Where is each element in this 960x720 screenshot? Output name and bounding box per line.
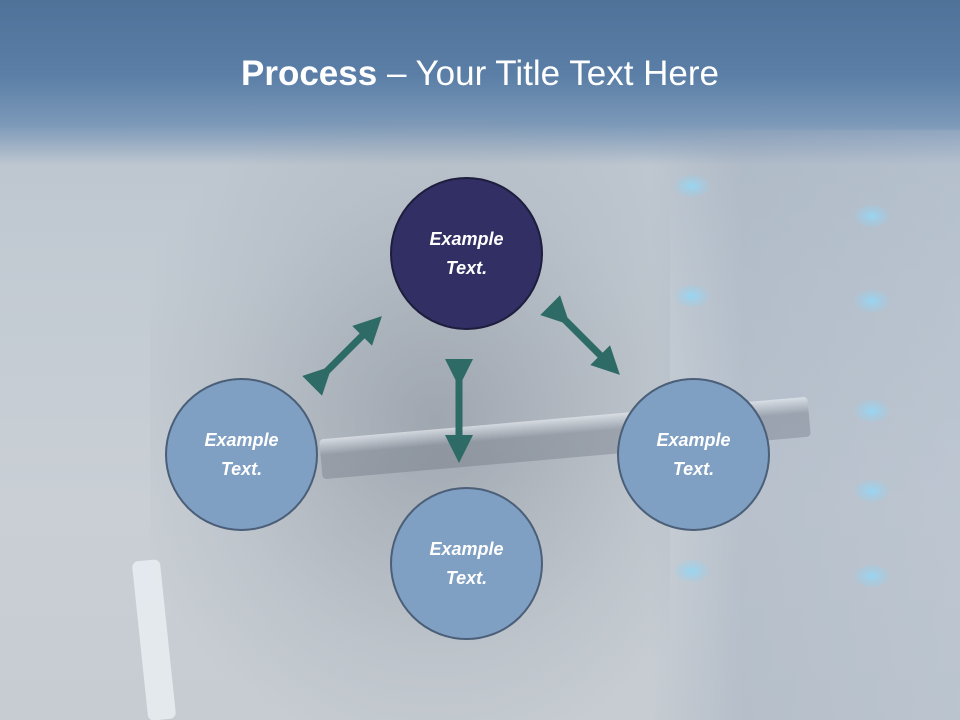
server-light [855,480,889,502]
slide-title: Process – Your Title Text Here [0,50,960,98]
node-right-label: Example Text. [656,429,731,479]
node-top-label: Example Text. [429,228,504,278]
node-bottom-label: Example Text. [429,538,504,588]
node-top[interactable]: Example Text. [390,177,543,330]
node-right[interactable]: Example Text. [617,378,770,531]
title-band [0,0,960,165]
node-left[interactable]: Example Text. [165,378,318,531]
title-bold: Process [241,54,378,93]
server-light [855,205,889,227]
server-light [675,285,709,307]
server-light [675,560,709,582]
server-light [855,290,889,312]
node-left-label: Example Text. [204,429,279,479]
server-light [675,175,709,197]
node-bottom[interactable]: Example Text. [390,487,543,640]
server-light [855,400,889,422]
server-light [855,565,889,587]
title-rest: – Your Title Text Here [377,54,719,93]
